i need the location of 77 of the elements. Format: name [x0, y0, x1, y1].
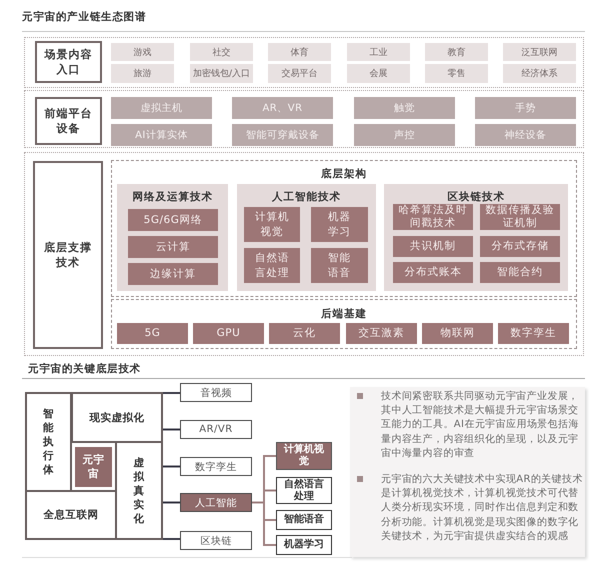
connector-line	[163, 466, 180, 468]
highlight-box: 人工智能	[180, 493, 252, 512]
bullet-paragraph: 技术间紧密联系共同驱动元宇宙产业发展，其中人工智能技术是大幅提升元宇宙场景交互能力的工具。AI在元宇宙应用场景包括海量内容生产，内容组织化的呈现，以及元宇宙中海量内容的审查	[381, 390, 580, 461]
category-tile: 社交	[190, 43, 253, 61]
category-tile: 游戏	[111, 43, 174, 61]
tech-box: 数字孪生	[180, 457, 252, 476]
connector-line	[163, 428, 180, 430]
tech-tile: 云计算	[128, 236, 218, 258]
tech-tile: 物联网	[422, 323, 493, 344]
device-tile: 手势	[475, 97, 576, 119]
section-heading: 元宇宙的关键底层技术	[28, 362, 141, 376]
dashed-panel	[111, 299, 577, 349]
pinwheel-segment: 全息互联网	[25, 490, 117, 540]
group-panel	[237, 184, 376, 291]
sub-tech-box: 智能语音	[276, 510, 332, 530]
bullet-paragraph: 元宇宙的六大关键技术中实现AR的关键技术是计算机视觉技术，计算机视觉技术可代替人类分析现实环境，同时作出信息判定和数分析功能。计算机视觉是现实图像的数字化关键技术，为元宇宙提供虚实结合的观感	[381, 473, 584, 544]
category-tile: 教育	[425, 43, 488, 61]
panel-title: 人工智能技术	[271, 190, 342, 204]
tech-tile: 云化	[269, 323, 340, 344]
tech-tile: 智能合约	[480, 262, 560, 283]
section-label-box: 场景内容入口	[35, 41, 102, 83]
tech-tile: 智能语音	[311, 248, 368, 283]
device-tile: 虚拟主机	[111, 97, 212, 119]
panel-title: 区块链技术	[446, 190, 506, 204]
tech-tile: 分布式存储	[480, 236, 560, 257]
category-tile: 零售	[425, 64, 488, 83]
pinwheel-segment: 现实虚拟化	[71, 392, 163, 443]
device-tile: 声控	[354, 124, 455, 146]
device-tile: 触觉	[354, 97, 455, 119]
center-box: 元宇宙	[75, 447, 112, 487]
panel-title: 底层架构	[320, 167, 368, 181]
tech-tile: 5G	[117, 323, 188, 344]
device-tile: 神经设备	[475, 124, 576, 146]
device-tile: AI计算实体	[111, 124, 212, 146]
device-tile: 智能可穿戴设备	[232, 124, 333, 146]
connector-line	[163, 392, 180, 394]
category-tile: 会展	[347, 64, 410, 83]
tech-tile: 计算机视觉	[244, 207, 300, 242]
sub-tech-box: 机器学习	[276, 535, 332, 555]
tech-tile: 5G/6G网络	[128, 209, 218, 231]
tech-tile: 边缘计算	[128, 263, 218, 285]
tech-tile: 机器学习	[311, 207, 368, 242]
category-tile: 加密钱包/入口	[190, 64, 253, 83]
category-tile: 工业	[347, 43, 410, 61]
category-tile: 体育	[268, 43, 331, 61]
section-label-box: 前端平台设备	[35, 97, 102, 145]
tech-tile: 共识机制	[393, 236, 473, 257]
tech-box: AR/VR	[180, 420, 252, 439]
dashed-panel	[111, 160, 577, 297]
connector-line	[163, 538, 180, 540]
category-tile: 经济体系	[503, 64, 576, 83]
pinwheel-segment: 智能执行体	[25, 392, 72, 492]
tech-tile: GPU	[193, 323, 264, 344]
highlight-box: 计算机视觉	[276, 442, 332, 470]
panel-title: 网络及运算技术	[131, 190, 214, 204]
page-title: 元宇宙的产业链生态图谱	[22, 10, 146, 24]
pinwheel-segment: 虚拟真实化	[115, 441, 163, 540]
category-tile: 旅游	[111, 64, 174, 83]
device-tile: AR、VR	[232, 97, 333, 119]
tech-box: 音视频	[180, 383, 252, 402]
section-label-box: 底层支撑技术	[33, 161, 103, 349]
panel-title: 后端基建	[320, 307, 368, 321]
category-tile: 泛互联网	[503, 43, 576, 61]
sub-tech-box: 自然语言处理	[276, 477, 332, 504]
tech-tile: 数据传播及验证机制	[480, 204, 560, 230]
tech-tile: 交互激素	[346, 323, 417, 344]
text-panel	[350, 387, 585, 557]
connector-line	[252, 502, 276, 546]
tech-tile: 自然语言处理	[244, 248, 300, 283]
group-panel	[117, 184, 228, 291]
connector-line	[163, 502, 180, 504]
group-panel	[384, 184, 568, 291]
tech-tile: 分布式账本	[393, 262, 473, 283]
tech-tile: 哈希算法及时间戳技术	[393, 204, 473, 230]
category-tile: 交易平台	[268, 64, 331, 83]
tech-box: 区块链	[180, 531, 252, 550]
tech-tile: 数字孪生	[498, 323, 569, 344]
